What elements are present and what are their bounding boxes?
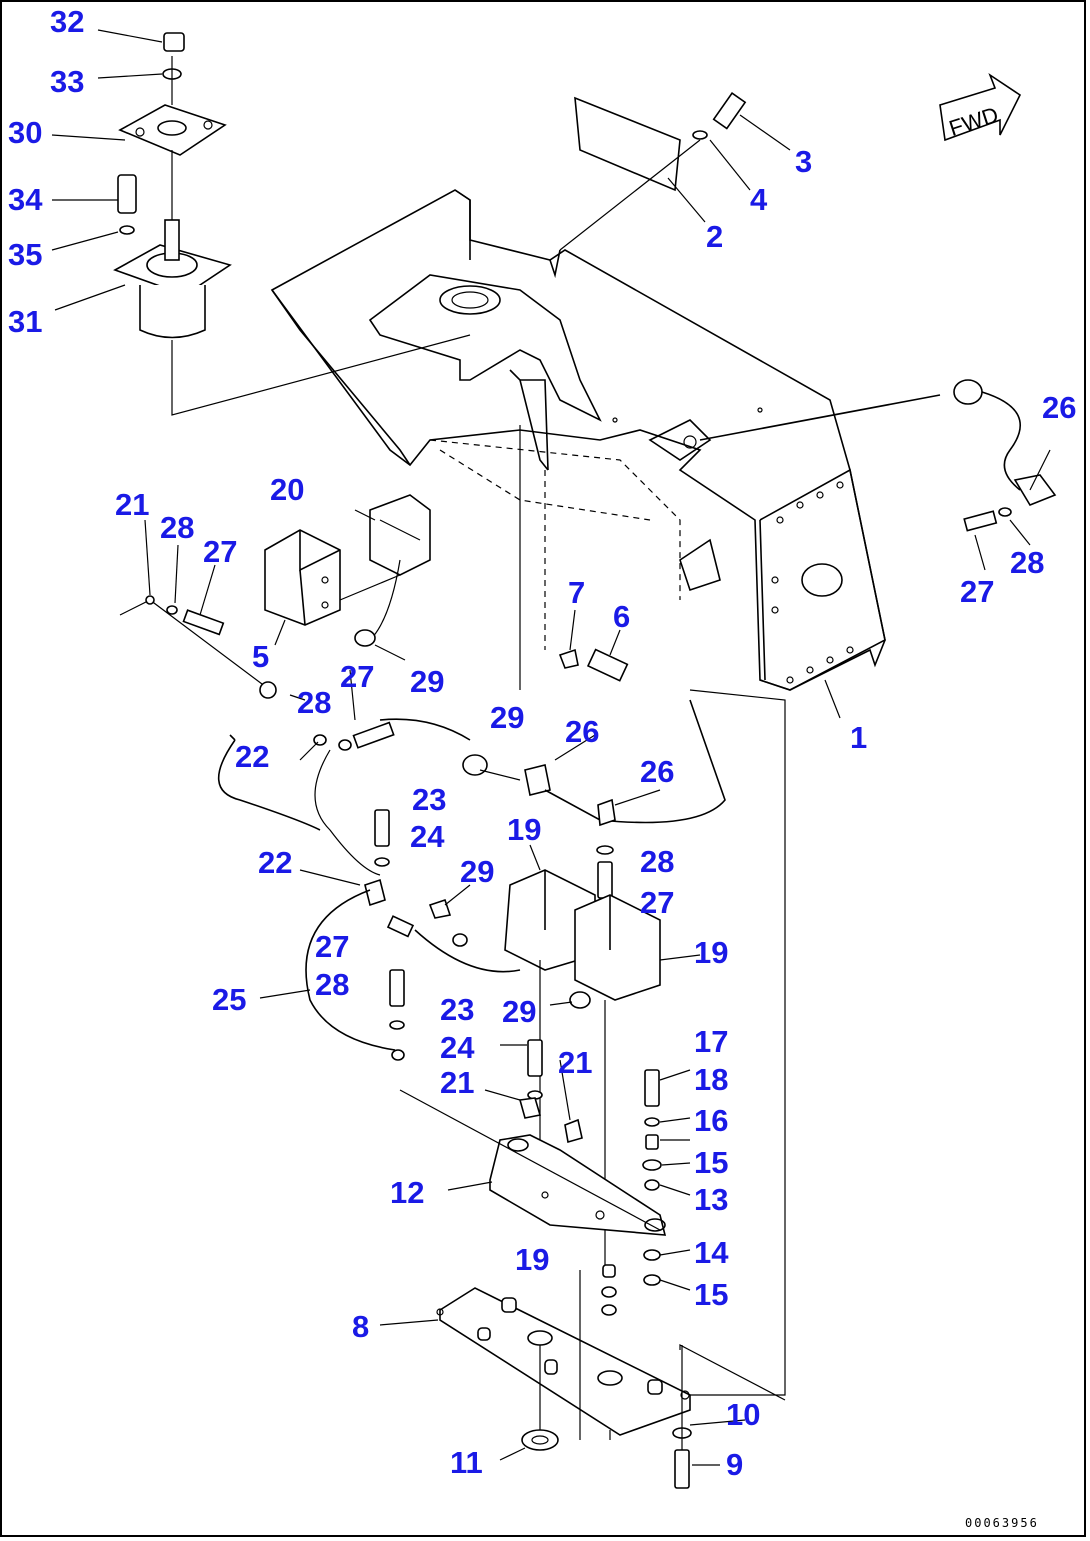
callout-label: 14 — [694, 1235, 729, 1270]
callout-label: 28 — [640, 844, 674, 879]
callout-label: 8 — [352, 1309, 369, 1344]
callout-label: 9 — [726, 1447, 743, 1482]
callout-label: 26 — [565, 714, 599, 749]
callout-label: 30 — [8, 115, 42, 150]
callout-label: 33 — [50, 64, 84, 99]
left-bolt-set — [119, 519, 271, 691]
callout-label: 13 — [694, 1182, 728, 1217]
callout-label: 26 — [640, 754, 674, 789]
callout-label: 27 — [315, 929, 349, 964]
callout-label: 20 — [270, 472, 304, 507]
callout-label: 17 — [694, 1024, 728, 1059]
callout-label: 28 — [297, 685, 331, 720]
callout-label: 25 — [212, 982, 246, 1017]
callout-label: 18 — [694, 1062, 728, 1097]
mid-harness — [217, 425, 726, 876]
callout-label: 27 — [640, 885, 674, 920]
callout-label: 23 — [412, 782, 446, 817]
callout-label: 19 — [507, 812, 541, 847]
callout-label: 23 — [440, 992, 474, 1027]
callout-label: 15 — [694, 1145, 728, 1180]
callout-label: 29 — [410, 664, 444, 699]
callout-label: 21 — [115, 487, 149, 522]
callout-label: 11 — [450, 1445, 483, 1480]
leader-lines — [51, 29, 841, 1291]
callout-label: 19 — [694, 935, 728, 970]
fwd-arrow: FWD — [939, 72, 1022, 142]
callout-label: 28 — [1010, 545, 1044, 580]
cover-plate-assembly — [559, 92, 791, 251]
hardware-stack-upper — [374, 809, 614, 899]
callout-label: 21 — [440, 1065, 474, 1100]
callout-label: 4 — [750, 182, 768, 217]
control-box — [264, 494, 431, 646]
callout-label: 27 — [203, 534, 237, 569]
callout-label: 34 — [8, 182, 43, 217]
main-frame-part — [270, 189, 886, 691]
lower-harness — [259, 869, 591, 1061]
callout-label: 32 — [50, 4, 84, 39]
callout-label: 21 — [558, 1045, 592, 1080]
callout-label: 22 — [235, 739, 269, 774]
callout-label: 26 — [1042, 390, 1076, 425]
bracket-plate — [399, 1039, 667, 1286]
drawing-code: 00063956 — [965, 1516, 1039, 1530]
callout-label: 28 — [315, 967, 349, 1002]
callout-label: 2 — [706, 219, 723, 254]
callout-label: 1 — [850, 720, 867, 755]
callout-label: 3 — [795, 144, 812, 179]
callout-label: 29 — [502, 994, 536, 1029]
motor-assembly — [113, 32, 471, 416]
callout-label: 27 — [960, 574, 994, 609]
callout-label: 15 — [694, 1277, 728, 1312]
callout-label: 22 — [258, 845, 292, 880]
callout-label: 31 — [8, 304, 42, 339]
callout-label: 12 — [390, 1175, 424, 1210]
callout-label: 29 — [460, 854, 494, 889]
callout-label: 24 — [410, 819, 445, 854]
callout-label: 19 — [515, 1242, 549, 1277]
callout-label: 24 — [440, 1030, 475, 1065]
callout-labels: 32 33 30 34 35 31 3 4 2 26 28 27 21 28 2… — [8, 4, 1076, 1482]
callout-label: 29 — [490, 700, 524, 735]
callout-label: 35 — [8, 237, 42, 272]
callout-label: 27 — [340, 659, 374, 694]
callout-label: 5 — [252, 639, 269, 674]
callout-label: 28 — [160, 510, 194, 545]
callout-label: 6 — [613, 599, 630, 634]
callout-label: 16 — [694, 1103, 728, 1138]
bolt-6-7 — [544, 470, 629, 682]
right-harness — [699, 379, 1057, 571]
callout-label: 10 — [726, 1397, 760, 1432]
base-plate — [379, 689, 786, 1489]
callout-label: 7 — [568, 575, 585, 610]
